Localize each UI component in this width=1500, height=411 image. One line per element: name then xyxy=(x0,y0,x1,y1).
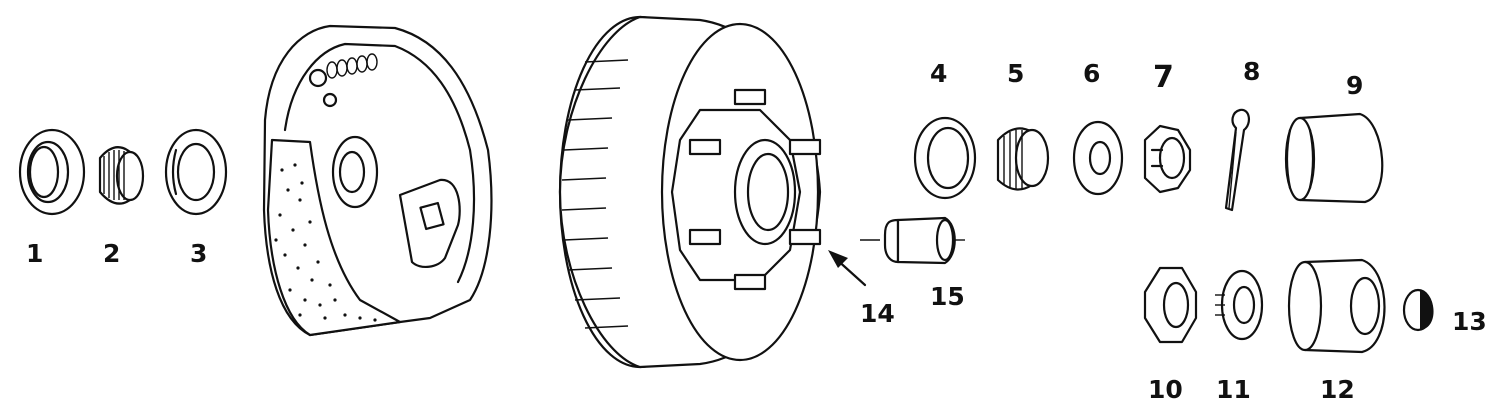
label-part-14: 14 xyxy=(860,299,895,328)
lining-texture xyxy=(274,163,377,322)
label-part-2: 2 xyxy=(103,239,120,268)
label-part-3: 3 xyxy=(190,239,207,268)
label-part-13: 13 xyxy=(1452,307,1487,336)
retainer-11 xyxy=(1215,269,1264,341)
drum-ribs xyxy=(561,59,629,329)
label-part-12: 12 xyxy=(1320,375,1355,404)
roller-bearing-2 xyxy=(98,146,145,205)
label-part-4: 4 xyxy=(930,59,947,88)
label-part-8: 8 xyxy=(1243,57,1260,86)
castle-nut-7 xyxy=(1143,124,1192,194)
cotter-pin-8 xyxy=(1224,108,1250,212)
wheel-studs xyxy=(688,88,822,291)
lug-nut-15 xyxy=(860,216,965,265)
grease-seal-3 xyxy=(164,128,228,216)
label-part-15: 15 xyxy=(930,282,965,311)
hub-drum xyxy=(558,15,822,369)
label-part-7: 7 xyxy=(1153,60,1174,95)
label-part-11: 11 xyxy=(1216,375,1251,404)
bearing-race-4 xyxy=(913,116,977,200)
plug-13 xyxy=(1402,288,1434,332)
brake-assembly xyxy=(262,24,493,337)
bearing-race-1 xyxy=(18,128,86,216)
label-part-6: 6 xyxy=(1083,59,1100,88)
label-part-10: 10 xyxy=(1148,375,1183,404)
cap-12 xyxy=(1287,258,1386,354)
label-part-5: 5 xyxy=(1007,59,1024,88)
roller-bearing-5 xyxy=(996,127,1050,191)
arrow-14 xyxy=(828,250,867,287)
washer-6 xyxy=(1072,120,1124,196)
brake-spring xyxy=(326,53,378,79)
dust-cap-9 xyxy=(1284,112,1384,204)
label-part-9: 9 xyxy=(1346,71,1363,100)
nut-10 xyxy=(1143,266,1198,344)
label-part-1: 1 xyxy=(26,239,43,268)
